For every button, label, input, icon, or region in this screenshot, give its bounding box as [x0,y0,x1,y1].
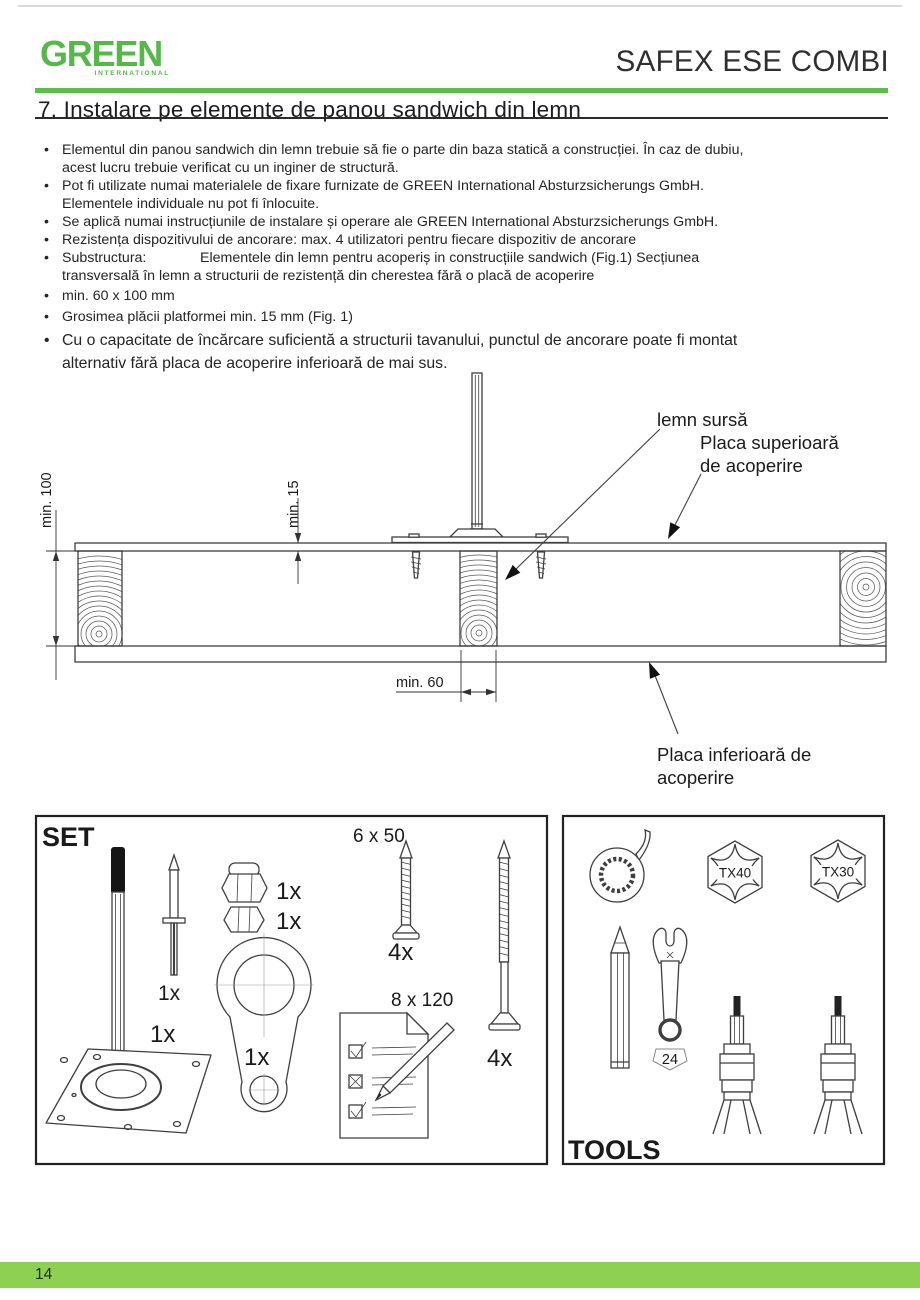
base-screw-head-right [535,533,547,538]
small-screw-item [392,839,420,940]
bullet-marker: • [44,178,49,194]
nut-item [223,906,265,933]
set-box-border [34,814,549,1166]
header-rule [35,88,888,93]
checklist-icon [339,1011,455,1139]
bullet-text-rest: Elementele din lemn pentru acoperiș in c… [62,250,700,284]
drill-chuck-icon [712,996,762,1135]
top-divider [18,5,902,7]
anchor-base-plate-side [391,536,569,544]
large-screw-qty-label: 4x [487,1045,512,1072]
torx-bit-2-label: TX30 [822,865,854,880]
torx-bit-tx40-icon: TX40 [707,840,763,904]
dimension-min-100: min. 100 [39,472,79,680]
cap-nut-qty-label: 1x [276,878,301,905]
nut-qty-label: 1x [276,908,301,935]
bullet-lead: Substructura: [62,250,147,266]
wood-beam-label: lemn sursă [657,409,748,430]
list-item: • Substructura:Elementele din lemn pentru… [44,249,868,285]
dim-min-100-label: min. 100 [39,472,55,528]
small-screw-size-label: 6 x 50 [353,826,405,847]
tools-box-title: TOOLS [568,1135,661,1165]
large-screw-size-label: 8 x 120 [391,990,453,1011]
wood-grain-right [840,551,886,646]
wood-beam-right [839,550,887,647]
callout-arrow-top-plate [668,473,702,539]
bullet-text: min. 60 x 100 mm [62,288,175,304]
wrench-size-label: 24 [662,1052,678,1068]
logo-subtext: INTERNATIONAL [94,70,170,77]
anchor-qty-label: 1x [150,1021,175,1048]
logo-text: GREEN [40,33,163,74]
list-item: • Se aplică numai instrucțiunile de insta… [44,213,868,231]
dimension-min-15: min. 15 [286,480,302,584]
sandwich-panel-figure: min. 100 min. 15 min. 60 lemn sursă Pla [39,372,887,788]
bottom-cover-plate [74,645,887,663]
list-item: • Elementul din panou sandwich din lemn t… [44,141,868,177]
bullet-marker: • [44,232,49,248]
anchor-post [391,372,569,544]
footer-bar [0,1262,920,1288]
torx-bit-tx30-icon: TX30 [810,839,866,903]
list-item: • Cu o capacitate de încărcare suficientă… [44,330,868,375]
large-screw-item [488,839,521,1031]
bullet-marker: • [44,250,49,266]
drill-chuck-icon [813,995,863,1135]
bottom-plate-label-line2: acoperire [657,767,734,788]
panel-screw-right [535,551,547,579]
list-item: • Pot fi utilizate numai materialele de f… [44,177,868,213]
page-number: 14 [35,1266,53,1283]
dim-min-15-label: min. 15 [286,480,302,528]
top-cover-plate [74,542,887,552]
wood-grain-left [78,555,122,646]
top-plate-label-line1: Placa superioară [700,432,840,453]
pencil-tool-icon [610,925,630,1069]
section-title: 7. Instalare pe elemente de panou sandwi… [38,97,582,122]
panel-screw-left [410,551,422,579]
section-title-underline [35,117,888,119]
set-box-title: SET [42,822,95,852]
wood-grain-center [460,554,497,646]
wood-beam-left [77,550,123,647]
small-screw-qty-label: 4x [388,939,413,966]
tools-box-border [561,814,886,1166]
eye-plate-qty-label: 1x [244,1044,269,1071]
kit-and-tools-figure: SET 1x 1x [34,814,886,1166]
list-item: • Rezistența dispozitivului de ancorare: … [44,231,868,249]
wrench-icon: 24 [652,927,688,1071]
list-item: • Grosimea plăcii platformei min. 15 mm (… [44,308,868,326]
bullet-marker: • [44,332,50,349]
bullet-text: Cu o capacitate de încărcare suficientă … [62,332,738,372]
bullet-text: Pot fi utilizate numai materialele de fi… [62,178,704,212]
bullet-text: Elementul din panou sandwich din lemn tr… [62,142,744,176]
wood-beam-center [459,550,498,647]
callout-arrow-wood-beam [505,428,661,580]
bullet-text: Grosimea plăcii platformei min. 15 mm (F… [62,309,353,325]
base-screw-head-left [408,533,420,538]
pin-qty-label: 1x [158,982,181,1005]
callout-arrow-bottom-plate [649,662,679,735]
bullet-text: Se aplică numai instrucțiunile de instal… [62,214,719,230]
bullet-marker: • [44,288,49,304]
dimension-min-60: min. 60 [396,650,497,702]
bullet-marker: • [44,309,49,325]
tape-measure-icon [589,828,651,903]
dim-min-60-label: min. 60 [396,675,444,691]
cap-nut-item [221,862,268,903]
green-logo: GREEN INTERNATIONAL [40,33,170,78]
bullet-marker: • [44,214,49,230]
bullet-text: Rezistența dispozitivului de ancorare: m… [62,232,637,248]
anchor-post-item [45,847,212,1134]
product-title: SAFEX ESE COMBI [615,45,889,78]
eye-plate-item [214,933,314,1113]
bullet-list: • Elementul din panou sandwich din lemn t… [44,141,868,375]
torx-bit-1-label: TX40 [719,866,751,881]
bottom-plate-label-line1: Placa inferioară de [657,744,811,765]
list-item: • min. 60 x 100 mm [44,287,868,305]
bullet-text: Substructura:Elementele din lemn pentru … [62,249,868,285]
top-plate-label-line2: de acoperire [700,455,803,476]
bullet-marker: • [44,142,49,158]
pin-tool-item [162,852,186,976]
